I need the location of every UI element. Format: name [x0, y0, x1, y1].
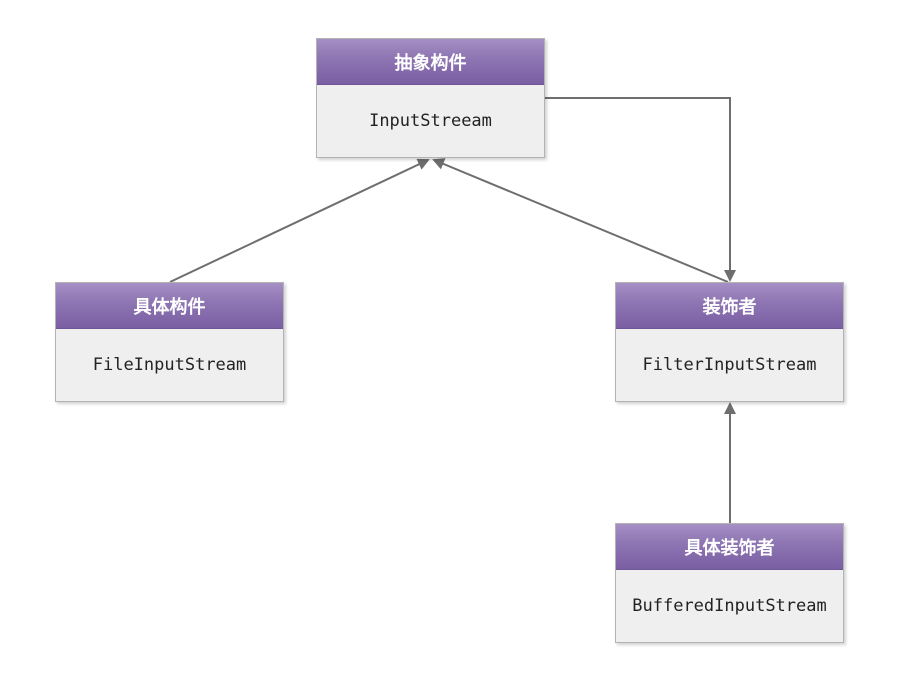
- edge-abstract-to-decorator: [545, 97, 736, 282]
- edge-concrete-to-abstract: [169, 158, 430, 283]
- node-abstract-component: 抽象构件 InputStreeam: [316, 38, 545, 158]
- node-title: 抽象构件: [317, 39, 544, 85]
- node-title: 装饰者: [616, 283, 843, 329]
- node-concrete-component: 具体构件 FileInputStream: [55, 282, 284, 402]
- node-decorator: 装饰者 FilterInputStream: [615, 282, 844, 402]
- node-title: 具体构件: [56, 283, 283, 329]
- edge-decorator-to-abstract: [432, 158, 729, 283]
- node-concrete-decorator: 具体装饰者 BufferedInputStream: [615, 523, 844, 643]
- node-class-name: InputStreeam: [369, 111, 492, 131]
- node-title: 具体装饰者: [616, 524, 843, 570]
- node-class-name: BufferedInputStream: [632, 596, 827, 616]
- node-class-name: FileInputStream: [92, 355, 247, 375]
- node-class-name: FilterInputStream: [642, 355, 817, 375]
